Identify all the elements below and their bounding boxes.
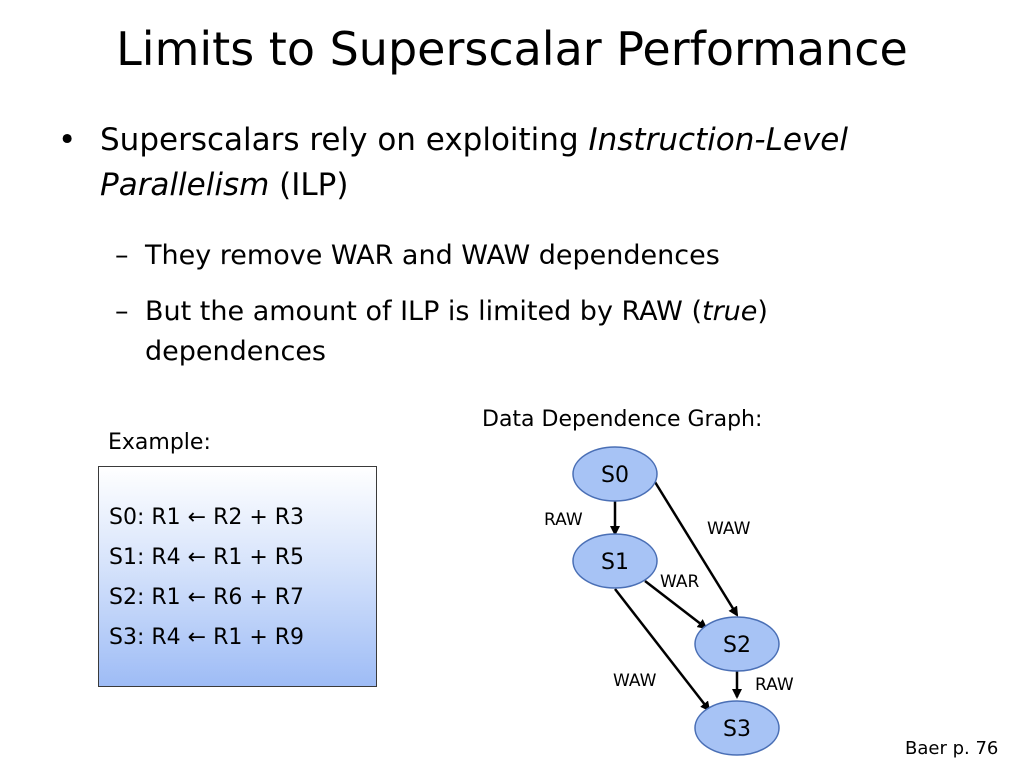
edge-label-s1-s3: WAW	[613, 671, 657, 691]
bullet-suffix: (ILP)	[269, 167, 349, 203]
node-s1-label: S1	[601, 550, 629, 575]
edge-label-s0-s2: WAW	[707, 519, 751, 539]
slide-title: Limits to Superscalar Performance	[116, 22, 908, 76]
code-line-s2: S2: R1 ← R6 + R7	[109, 585, 305, 610]
node-s2-shape	[694, 616, 780, 672]
sub-bullet-prefix: But the amount of ILP is limited by RAW …	[145, 296, 702, 327]
node-s2: S2	[694, 616, 780, 672]
code-line-s1: S1: R4 ← R1 + R5	[109, 545, 305, 570]
edge-s0-s2	[653, 481, 739, 617]
node-s3-label: S3	[723, 717, 751, 742]
node-s3: S3	[694, 700, 780, 756]
node-s2-label: S2	[723, 633, 751, 658]
sub-bullet-emphasis: true	[701, 296, 758, 327]
node-s0-label: S0	[601, 463, 629, 488]
code-line-s3: S3: R4 ← R1 + R9	[109, 625, 305, 650]
edge-label-s2-s3: RAW	[755, 675, 794, 695]
edge-s1-s2	[644, 580, 708, 630]
node-s0-shape	[572, 446, 658, 502]
node-s1-shape	[572, 533, 658, 589]
bullet-emphasis: Instruction-Level Parallelism	[100, 122, 848, 203]
edge-label-s0-s1: RAW	[544, 510, 583, 530]
node-s1: S1	[572, 533, 658, 589]
node-s0: S0	[572, 446, 658, 502]
bullet-text: Superscalars rely on exploiting Instruct…	[100, 118, 920, 208]
sub-bullet-text: But the amount of ILP is limited by RAW …	[145, 292, 945, 372]
sub-bullet-suffix: ) dependences	[145, 296, 768, 367]
sub-bullet-marker: –	[115, 240, 129, 271]
graph-title: Data Dependence Graph:	[482, 407, 763, 432]
code-line-s0: S0: R1 ← R2 + R3	[109, 505, 305, 530]
node-s3-shape	[694, 700, 780, 756]
bullet-marker: •	[58, 122, 77, 158]
code-example-box: S0: R1 ← R2 + R3 S1: R4 ← R1 + R5 S2: R1…	[98, 466, 377, 687]
edge-s1-s3	[614, 588, 711, 712]
citation: Baer p. 76	[905, 738, 999, 759]
sub-bullet-text: They remove WAR and WAW dependences	[145, 240, 720, 271]
bullet-prefix: Superscalars rely on exploiting	[100, 122, 589, 158]
example-label: Example:	[108, 430, 211, 455]
edge-label-s1-s2: WAR	[660, 572, 700, 592]
sub-bullet-marker: –	[115, 296, 129, 327]
